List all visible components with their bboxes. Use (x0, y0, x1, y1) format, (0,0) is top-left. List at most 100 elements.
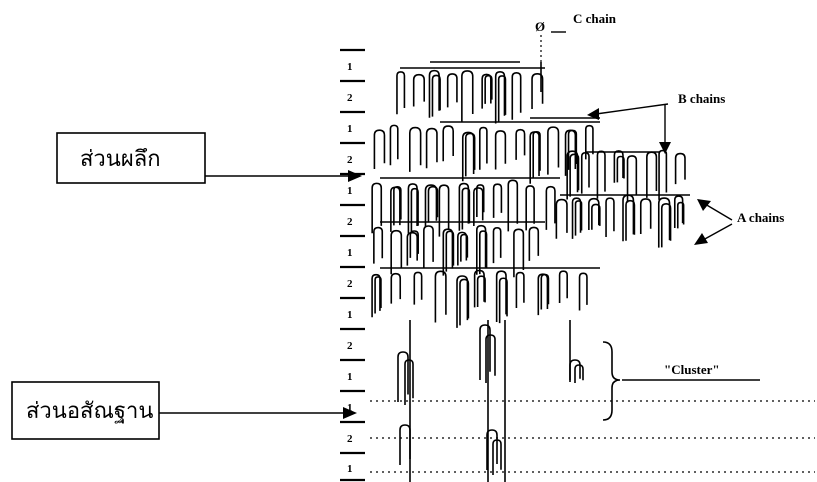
chain-strand (597, 151, 605, 198)
chain-strand (425, 185, 436, 227)
chain-strand (496, 131, 506, 170)
cluster-annotation: "Cluster" (603, 342, 760, 420)
chain-strand (374, 228, 382, 264)
chain-strand (548, 127, 559, 174)
chain-strand (575, 365, 583, 383)
chain-strand (374, 130, 384, 169)
b-chains-pointer-line (596, 104, 668, 114)
chain-strand (512, 73, 520, 120)
layer-number: 2 (347, 433, 353, 445)
chain-strand (391, 187, 400, 232)
chain-strand (407, 233, 417, 266)
c-chain-label: C chain (573, 11, 617, 26)
chain-strand (457, 276, 467, 328)
layer-number: 1 (347, 247, 353, 259)
layer-number: 1 (347, 371, 353, 383)
layer-number: 2 (347, 278, 353, 290)
chain-strand (494, 184, 502, 218)
a-chains-pointer-lower (703, 224, 732, 240)
chain-strand (529, 227, 538, 260)
chain-strand (408, 184, 417, 233)
chain-strand (659, 198, 670, 248)
chain-strand (516, 273, 523, 308)
chain-strand (372, 183, 381, 233)
layer-number: 1 (347, 61, 353, 73)
chain-strand (427, 129, 437, 169)
chain-strand (508, 180, 517, 231)
a-chains-arrowhead-upper (697, 199, 711, 211)
chain-strand (390, 125, 397, 165)
chain-strand (405, 360, 413, 405)
chain-strand (526, 186, 534, 230)
layer-number: 2 (347, 92, 353, 104)
chain-strand (676, 154, 685, 185)
chain-strand (560, 271, 568, 303)
a-chains-label: A chains (737, 210, 784, 225)
b-chains-annotation: B chains (587, 91, 725, 154)
chain-strand (474, 188, 483, 226)
layer-number: 1 (347, 123, 353, 135)
chain-strand (573, 198, 581, 239)
layer-number: 1 (347, 309, 353, 321)
layer-number: 2 (347, 340, 353, 352)
layer-number: 1 (347, 402, 353, 414)
chain-strand (410, 128, 421, 172)
chain-strand (414, 75, 425, 107)
amorphous-dotted-lines (370, 401, 815, 472)
amorphous-region-label: ส่วนอสัณฐาน (12, 382, 159, 439)
chain-strand (398, 352, 408, 402)
chain-strand (580, 273, 587, 310)
chain-strand (589, 199, 599, 230)
c-chain-annotation: Ø C chain (535, 11, 617, 65)
cluster-brace (603, 342, 620, 420)
chain-strand (647, 152, 657, 198)
chain-strand (606, 198, 614, 237)
chain-strand (496, 72, 505, 124)
chain-strand (480, 128, 487, 170)
chain-strand (391, 274, 400, 304)
chain-strand (556, 200, 567, 239)
layer-number: 1 (347, 185, 353, 197)
layer-number: 2 (347, 154, 353, 166)
chain-strand (514, 229, 523, 277)
amorphous-arrow (159, 407, 357, 419)
crystalline-arrow (205, 170, 362, 182)
chain-strand (641, 199, 651, 234)
crystalline-region-text: ส่วนผลึก (80, 147, 161, 172)
chain-strand (448, 74, 457, 107)
chain-strand (482, 74, 491, 108)
a-chains-pointer-upper (705, 204, 732, 220)
chain-strand (372, 275, 380, 318)
chain-strand (546, 187, 555, 230)
chain-strand (493, 228, 500, 263)
chain-strand (429, 71, 439, 118)
cluster-label: "Cluster" (664, 362, 720, 377)
layer-number: 2 (347, 216, 353, 228)
chain-strand (400, 425, 410, 465)
chain-strand (516, 130, 524, 160)
layer-number: 1 (347, 463, 353, 475)
chain-strand (538, 274, 547, 315)
polymer-chains (372, 62, 690, 482)
c-chain-symbol: Ø (535, 19, 545, 34)
chain-strand (458, 232, 467, 265)
b-chains-label: B chains (678, 91, 725, 106)
chain-strand (414, 272, 421, 304)
chain-strand (530, 132, 539, 184)
chain-strand (463, 132, 474, 181)
chain-strand (443, 126, 453, 161)
chain-strand (424, 226, 433, 268)
chain-strand (659, 151, 666, 200)
chain-strand (397, 72, 404, 114)
chain-strand (614, 151, 623, 183)
crystalline-region-label: ส่วนผลึก (57, 133, 205, 183)
amorphous-region-text: ส่วนอสัณฐาน (26, 399, 153, 424)
chain-strand (462, 71, 473, 122)
chain-strand (459, 184, 468, 231)
b-chains-down-arrowhead (659, 142, 671, 154)
chain-strand (675, 196, 683, 228)
chain-strand (435, 271, 445, 322)
a-chains-annotation: A chains (694, 199, 784, 245)
